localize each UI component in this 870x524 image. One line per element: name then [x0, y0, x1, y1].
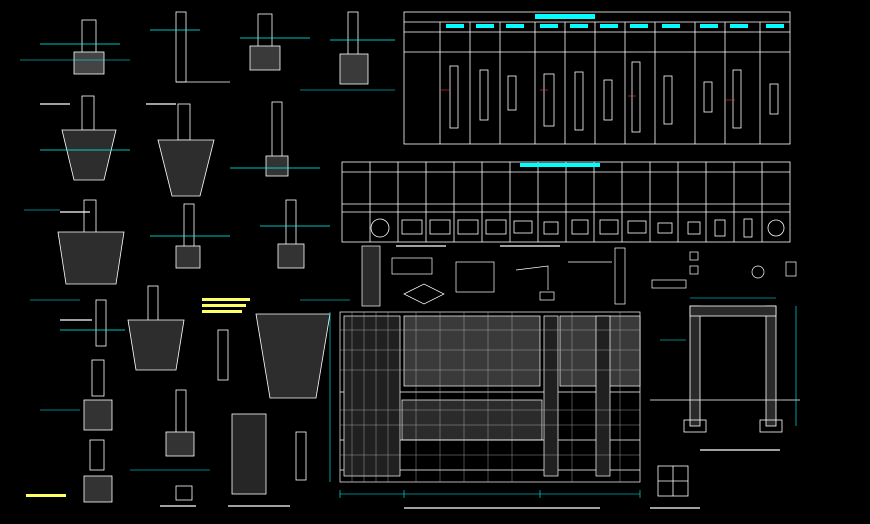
- wall-elevation: [339, 311, 641, 483]
- schedule-top-header-cells: [446, 14, 784, 28]
- section-schedule-header-cells: [520, 163, 600, 167]
- footing-details-column-1: [40, 11, 395, 503]
- section-schedule-middle: [341, 161, 791, 243]
- schedule-top-callouts: [440, 89, 735, 101]
- dimension-lines-left: [20, 59, 395, 471]
- column-schedule-top: [403, 11, 791, 145]
- elevation-dimensions: [329, 312, 641, 498]
- detail-title-underlines: [40, 103, 780, 509]
- small-detail-row: [361, 245, 797, 307]
- portal-frame-detail: [650, 305, 800, 497]
- elevation-grid-lines: [340, 312, 640, 482]
- general-notes: [26, 298, 250, 497]
- portal-frame-dimensions: [660, 297, 797, 426]
